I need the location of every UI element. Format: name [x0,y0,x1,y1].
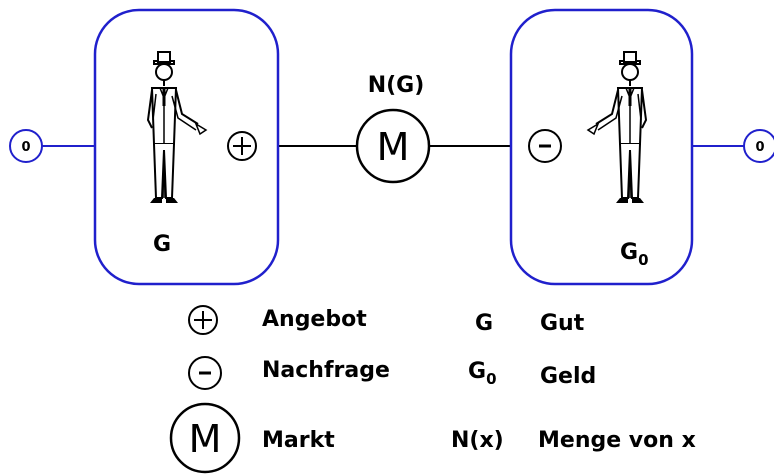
supply-sign [227,131,257,161]
legend-angebot: Angebot [262,307,367,332]
legend-money-key: G0 [468,359,497,388]
right-terminal-label: 0 [755,140,764,155]
legend-minus-symbol [188,356,222,390]
seller-box: G [93,8,280,286]
left-terminal-label: 0 [21,140,30,155]
legend-good-key: G [475,311,493,336]
buyer-label: G0 [620,240,649,269]
legend-plus-symbol [188,305,218,335]
market-caption: N(G) [368,73,425,98]
market-symbol: M [377,125,410,169]
legend: Angebot Nachfrage M Markt G Gut G0 Geld … [169,305,696,474]
legend-markt: Markt [262,428,335,453]
right-terminal-node: 0 [743,129,774,163]
legend-geld: Geld [540,364,596,389]
legend-menge: Menge von x [538,428,696,453]
market-node: M [355,108,431,184]
buyer-box: G0 [509,8,694,286]
legend-quantity-key: N(x) [451,428,504,453]
legend-gut: Gut [540,311,585,336]
svg-text:M: M [189,417,222,461]
legend-nachfrage: Nachfrage [262,358,390,383]
demand-sign [528,129,562,163]
seller-label: G [153,232,171,257]
legend-market-symbol: M [169,402,241,474]
left-terminal-node: 0 [9,129,43,163]
